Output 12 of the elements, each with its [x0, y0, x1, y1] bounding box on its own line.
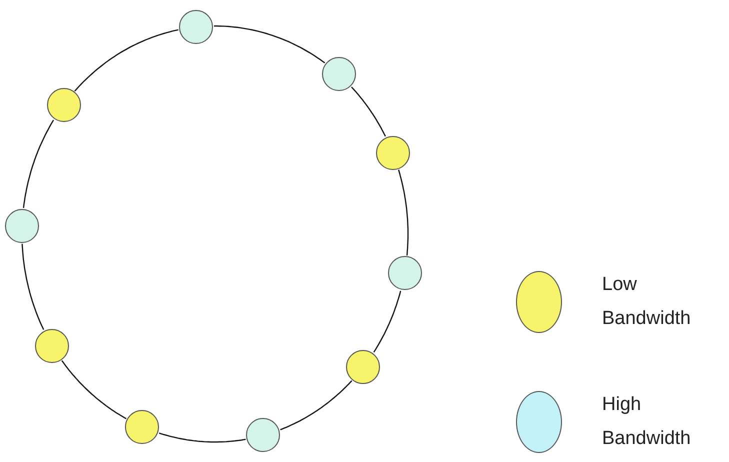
ring-link [280, 380, 352, 430]
ring-link [373, 290, 402, 353]
legend-label: Low Bandwidth [602, 273, 692, 331]
ring-link [351, 86, 386, 137]
ring-link [398, 170, 409, 256]
ring-link [22, 120, 54, 208]
legend-label: High Bandwidth [602, 393, 692, 451]
ring-link [214, 25, 326, 64]
ring-link [61, 360, 126, 420]
ring-link [74, 29, 178, 92]
ring-link [158, 432, 246, 443]
ring-link [22, 244, 44, 330]
